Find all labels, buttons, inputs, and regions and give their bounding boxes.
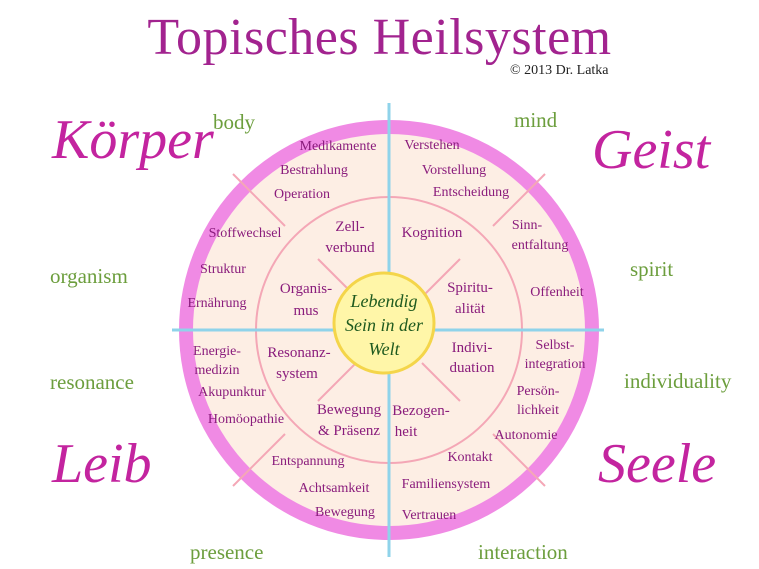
- outer-kontakt: Kontakt: [447, 450, 492, 465]
- inner-kognition: Kognition: [402, 225, 463, 241]
- divider-inner-ll: [317, 362, 357, 402]
- label-resonance: resonance: [50, 370, 134, 394]
- outer-medizin: medizin: [194, 363, 239, 378]
- label-leib: Leib: [52, 433, 152, 495]
- outer-lichkeit: lichkeit: [517, 403, 559, 418]
- label-presence: presence: [190, 540, 264, 564]
- outer-operation: Operation: [274, 187, 330, 202]
- outer-bestrahlung: Bestrahlung: [280, 163, 348, 178]
- outer-ernaehrung: Ernährung: [187, 296, 246, 311]
- outer-offenheit: Offenheit: [530, 285, 583, 300]
- divider-upper-right: [492, 173, 546, 227]
- outer-verstehen: Verstehen: [404, 138, 459, 153]
- label-organism: organism: [50, 264, 128, 288]
- inner-organismus-2: mus: [293, 303, 318, 319]
- label-mind: mind: [514, 108, 558, 132]
- outer-entfaltung: entfaltung: [512, 238, 569, 253]
- outer-selbst: Selbst-: [536, 338, 575, 353]
- center-line-1: Lebendig: [350, 291, 418, 311]
- inner-bewegung-2: & Präsenz: [318, 423, 380, 439]
- center-line-3: Welt: [368, 339, 400, 359]
- divider-lower-left: [232, 433, 286, 487]
- outer-entspannung: Entspannung: [271, 454, 344, 469]
- inner-individuation-1: Indivi-: [452, 340, 493, 356]
- inner-resonanzsystem-2: system: [276, 366, 318, 382]
- divider-upper-left: [232, 173, 286, 227]
- inner-bezogenheit-1: Bezogen-: [392, 403, 449, 419]
- center-circle: [332, 271, 436, 375]
- inner-zellverbund-1: Zell-: [335, 219, 364, 235]
- inner-zellverbund-2: verbund: [325, 240, 375, 256]
- center-line-2: Sein in der: [345, 315, 424, 335]
- outer-energie: Energie-: [193, 344, 241, 359]
- outer-sinn: Sinn-: [512, 218, 543, 233]
- inner-resonanzsystem-1: Resonanz-: [267, 345, 330, 361]
- outer-autonomie: Autonomie: [495, 428, 558, 443]
- divider-lower-right: [492, 433, 546, 487]
- label-interaction: interaction: [478, 540, 568, 564]
- label-individuality: individuality: [624, 369, 732, 393]
- divider-inner-lr: [421, 362, 461, 402]
- outer-vertrauen: Vertrauen: [402, 508, 456, 523]
- outer-medikamente: Medikamente: [300, 139, 377, 154]
- label-body: body: [213, 110, 255, 134]
- outer-achtsamkeit: Achtsamkeit: [299, 481, 370, 496]
- outer-persoen: Persön-: [517, 384, 560, 399]
- label-koerper: Körper: [52, 109, 214, 171]
- inner-bewegung-1: Bewegung: [317, 402, 382, 418]
- outer-familiensystem: Familiensystem: [402, 477, 491, 492]
- inner-bezogenheit-2: heit: [395, 424, 418, 440]
- outer-bewegung: Bewegung: [315, 505, 375, 520]
- outer-entscheidung: Entscheidung: [433, 185, 509, 200]
- label-spirit: spirit: [630, 257, 674, 281]
- divider-inner-ur: [421, 258, 461, 298]
- outer-homoeopathie: Homöopathie: [208, 412, 284, 427]
- inner-individuation-2: duation: [450, 360, 495, 376]
- copyright: © 2013 Dr. Latka: [510, 63, 609, 78]
- inner-organismus-1: Organis-: [280, 281, 332, 297]
- label-seele: Seele: [598, 433, 717, 495]
- outer-vorstellung: Vorstellung: [422, 163, 486, 178]
- outer-integration: integration: [525, 357, 586, 372]
- outer-stoffwechsel: Stoffwechsel: [209, 226, 282, 241]
- label-geist: Geist: [592, 119, 711, 181]
- inner-spiritualitaet-2: alität: [455, 301, 486, 317]
- inner-spiritualitaet-1: Spiritu-: [447, 280, 493, 296]
- page-title: Topisches Heilsystem: [147, 9, 612, 66]
- outer-akupunktur: Akupunktur: [198, 385, 266, 400]
- outer-struktur: Struktur: [200, 262, 246, 277]
